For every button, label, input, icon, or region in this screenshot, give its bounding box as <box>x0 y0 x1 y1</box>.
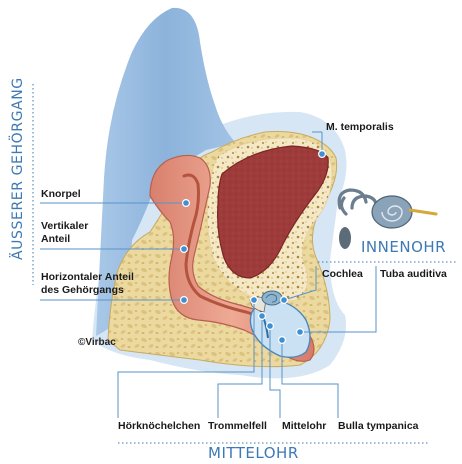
marker-hoerknoechelchen <box>251 297 258 304</box>
label-tuba-auditiva: Tuba auditiva <box>380 268 447 280</box>
label-vertikaler-line2: Anteil <box>41 233 70 245</box>
marker-tuba <box>297 329 304 336</box>
label-mittelohr: Mittelohr <box>282 420 326 432</box>
semicircular-canals <box>339 190 376 214</box>
label-bulla-tympanica: Bulla tympanica <box>338 420 419 432</box>
inner-ear-vestibule <box>339 227 351 249</box>
marker-bulla <box>279 337 286 344</box>
marker-horizontaler <box>181 297 188 304</box>
label-vertikaler-line1: Vertikaler <box>41 220 88 232</box>
marker-vertikaler <box>181 246 188 253</box>
inner-ear-cochlea <box>372 196 412 228</box>
label-hoerknoechelchen: Hörknöchelchen <box>118 420 200 432</box>
marker-knorpel <box>183 200 190 207</box>
label-knorpel: Knorpel <box>41 188 81 200</box>
label-cochlea: Cochlea <box>322 268 363 280</box>
label-horizontaler-line2: des Gehörgangs <box>41 284 124 296</box>
label-m-temporalis: M. temporalis <box>326 121 394 133</box>
copyright-notice: ©Virbac <box>78 337 116 348</box>
label-horizontaler-line1: Horizontaler Anteil <box>41 271 134 283</box>
marker-trommelfell <box>259 313 266 320</box>
auditory-nerve <box>410 210 436 214</box>
section-mittelohr: MITTELOHR <box>208 444 299 462</box>
marker-mittelohr <box>267 323 274 330</box>
marker-cochlea <box>281 297 288 304</box>
cochlea-shape <box>262 291 282 305</box>
section-innenohr: INNENOHR <box>361 238 446 256</box>
label-trommelfell: Trommelfell <box>208 420 267 432</box>
marker-m-temporalis <box>319 151 326 158</box>
section-aeusserer-gehoergang: ÄUSSERER GEHÖRGANG <box>10 120 26 260</box>
